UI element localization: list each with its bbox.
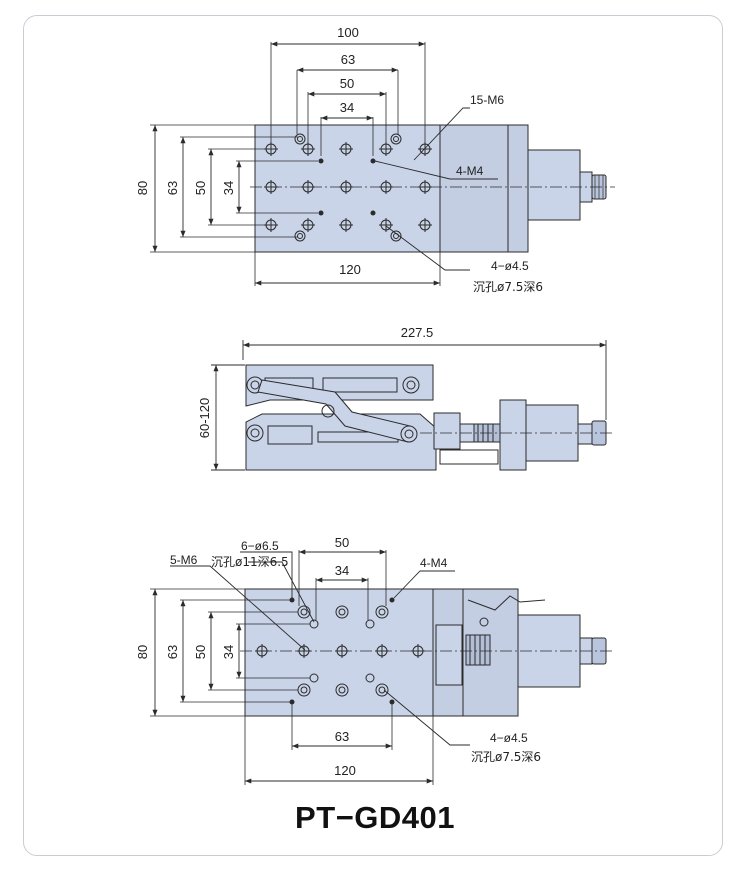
top-stage-side (439, 124, 529, 253)
top-dim-34: 34 (340, 100, 354, 115)
top-callout-hole: 4−ø4.5 (491, 259, 529, 273)
bottom-callout-counterbore11: 沉孔ø11深6.5 (211, 555, 289, 569)
top-view: 100 63 50 34 80 63 50 34 120 15-M6 4-M4 … (135, 25, 615, 294)
top-stage-body (254, 124, 441, 253)
side-view: 227.5 60-120 (197, 325, 615, 471)
bottom-callout-5m6: 5-M6 (170, 553, 198, 567)
bottom-drive-block (435, 624, 463, 686)
top-dim-100: 100 (337, 25, 359, 40)
side-dim-length: 227.5 (401, 325, 434, 340)
bottom-callout-counterbore: 沉孔ø7.5深6 (471, 750, 541, 764)
top-callout-15m6: 15-M6 (470, 93, 504, 107)
bottom-dim-63: 63 (335, 729, 349, 744)
bottom-callout-hole: 4−ø4.5 (490, 731, 528, 745)
top-hole-grid (264, 133, 432, 242)
side-drive-block (433, 412, 461, 450)
top-dim-h50: 50 (193, 181, 208, 195)
top-callout-4m4: 4-M4 (456, 164, 484, 178)
side-dim-height: 60-120 (197, 398, 212, 438)
bottom-dim-h34: 34 (221, 645, 236, 659)
top-dim-h63: 63 (165, 181, 180, 195)
side-motor-flange (499, 399, 527, 471)
model-number: PT−GD401 (295, 800, 455, 835)
bottom-view: 50 34 80 63 50 34 63 120 5-M6 6−ø6.5 沉孔ø… (135, 535, 615, 785)
bottom-dim-34: 34 (335, 563, 349, 578)
top-dim-120: 120 (339, 262, 361, 277)
bottom-dim-80: 80 (135, 645, 150, 659)
top-motor (527, 149, 581, 221)
bottom-dim-h63: 63 (165, 645, 180, 659)
top-dim-h34: 34 (221, 181, 236, 195)
bottom-callout-4m4: 4-M4 (420, 556, 448, 570)
bottom-stage-body (244, 588, 434, 717)
top-dim-50: 50 (340, 76, 354, 91)
bottom-m4-holes (289, 597, 395, 705)
top-dim-80: 80 (135, 181, 150, 195)
bottom-dim-50: 50 (335, 535, 349, 550)
bottom-callout-hole65: 6−ø6.5 (241, 539, 279, 553)
top-m4-holes (318, 158, 376, 216)
bottom-dim-h50: 50 (193, 645, 208, 659)
top-callout-counterbore: 沉孔ø7.5深6 (473, 280, 543, 294)
top-dim-63: 63 (341, 52, 355, 67)
bottom-dim-120: 120 (334, 763, 356, 778)
